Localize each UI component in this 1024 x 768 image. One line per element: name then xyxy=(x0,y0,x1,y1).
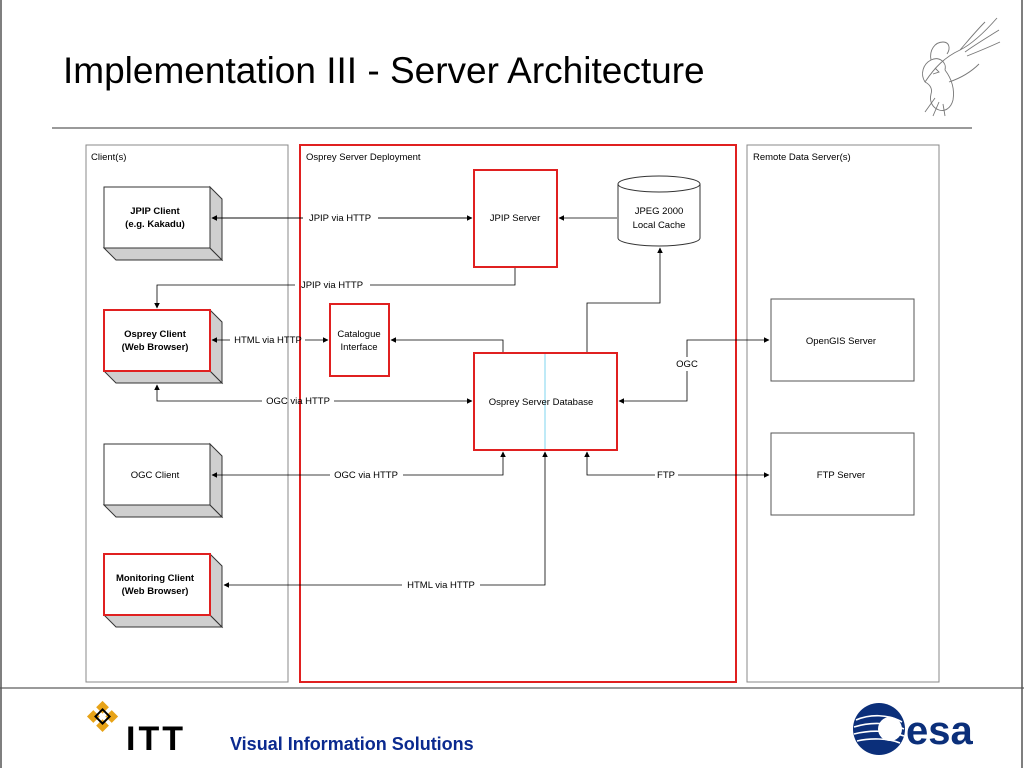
link-label-jpip-http-2: JPIP via HTTP xyxy=(301,280,363,291)
ogc-client-label: OGC Client xyxy=(131,470,180,481)
jpip-server-label: JPIP Server xyxy=(490,213,541,224)
clients-section xyxy=(85,144,289,683)
catalogue-label: Catalogue xyxy=(337,329,380,340)
jpeg-cache-label: JPEG 2000 xyxy=(635,206,684,217)
page-title: Implementation III - Server Architecture xyxy=(63,50,705,91)
osprey-client-sublabel: (Web Browser) xyxy=(122,342,189,353)
osprey-client-label: Osprey Client xyxy=(124,329,187,340)
link-database-opengis xyxy=(618,371,688,404)
esa-logo-text: esa xyxy=(906,709,973,753)
link-database-cache xyxy=(586,247,663,352)
jpip-client-box: JPIP Client (e.g. Kakadu) xyxy=(102,185,224,262)
catalogue-sublabel: Interface xyxy=(341,342,378,353)
opengis-server-box: OpenGIS Server xyxy=(770,298,915,382)
jpeg-cache-sublabel: Local Cache xyxy=(633,220,686,231)
opengis-server-label: OpenGIS Server xyxy=(806,336,876,347)
link-database-ftp xyxy=(584,451,655,476)
link-label-ogc-http-2: OGC via HTTP xyxy=(334,470,398,481)
link-label-ogc: OGC xyxy=(676,359,698,370)
remote-section xyxy=(746,144,940,683)
link-label-ftp: FTP xyxy=(657,470,675,481)
link-database-catalogue xyxy=(390,337,504,352)
catalogue-interface-box: Catalogue Interface xyxy=(329,303,390,377)
osprey-client-box: Osprey Client (Web Browser) xyxy=(102,308,224,385)
esa-logo-icon: esa xyxy=(853,703,973,755)
jpip-client-sublabel: (e.g. Kakadu) xyxy=(125,219,185,230)
monitoring-client-sublabel: (Web Browser) xyxy=(122,586,189,597)
database-label: Osprey Server Database xyxy=(489,397,594,408)
ogc-client-box: OGC Client xyxy=(102,442,224,519)
monitoring-client-label: Monitoring Client xyxy=(116,573,195,584)
company-name: ITT xyxy=(126,720,186,758)
footer-tagline: Visual Information Solutions xyxy=(230,734,474,754)
osprey-database-box: Osprey Server Database xyxy=(473,352,618,451)
clients-section-label: Client(s) xyxy=(91,152,126,163)
link-label-jpip-http-1: JPIP via HTTP xyxy=(309,213,371,224)
ftp-server-box: FTP Server xyxy=(770,432,915,516)
ftp-server-label: FTP Server xyxy=(817,470,865,481)
link-label-ogc-http-1: OGC via HTTP xyxy=(266,396,330,407)
jpip-client-label: JPIP Client xyxy=(130,206,180,217)
deployment-section xyxy=(299,144,737,683)
monitoring-client-box: Monitoring Client (Web Browser) xyxy=(102,552,224,629)
link-label-html-http-2: HTML via HTTP xyxy=(407,580,475,591)
link-jpip-server-osprey-client xyxy=(157,268,516,308)
itt-logo-icon xyxy=(86,700,119,733)
deployment-section-label: Osprey Server Deployment xyxy=(306,152,421,163)
link-label-html-http-1: HTML via HTTP xyxy=(234,335,302,346)
jpeg-cache-cylinder: JPEG 2000 Local Cache xyxy=(617,175,701,247)
bird-sketch-icon xyxy=(922,17,1001,117)
jpip-server-box: JPIP Server xyxy=(473,169,558,268)
remote-section-label: Remote Data Server(s) xyxy=(753,152,851,163)
link-osprey-client-database xyxy=(154,384,262,402)
